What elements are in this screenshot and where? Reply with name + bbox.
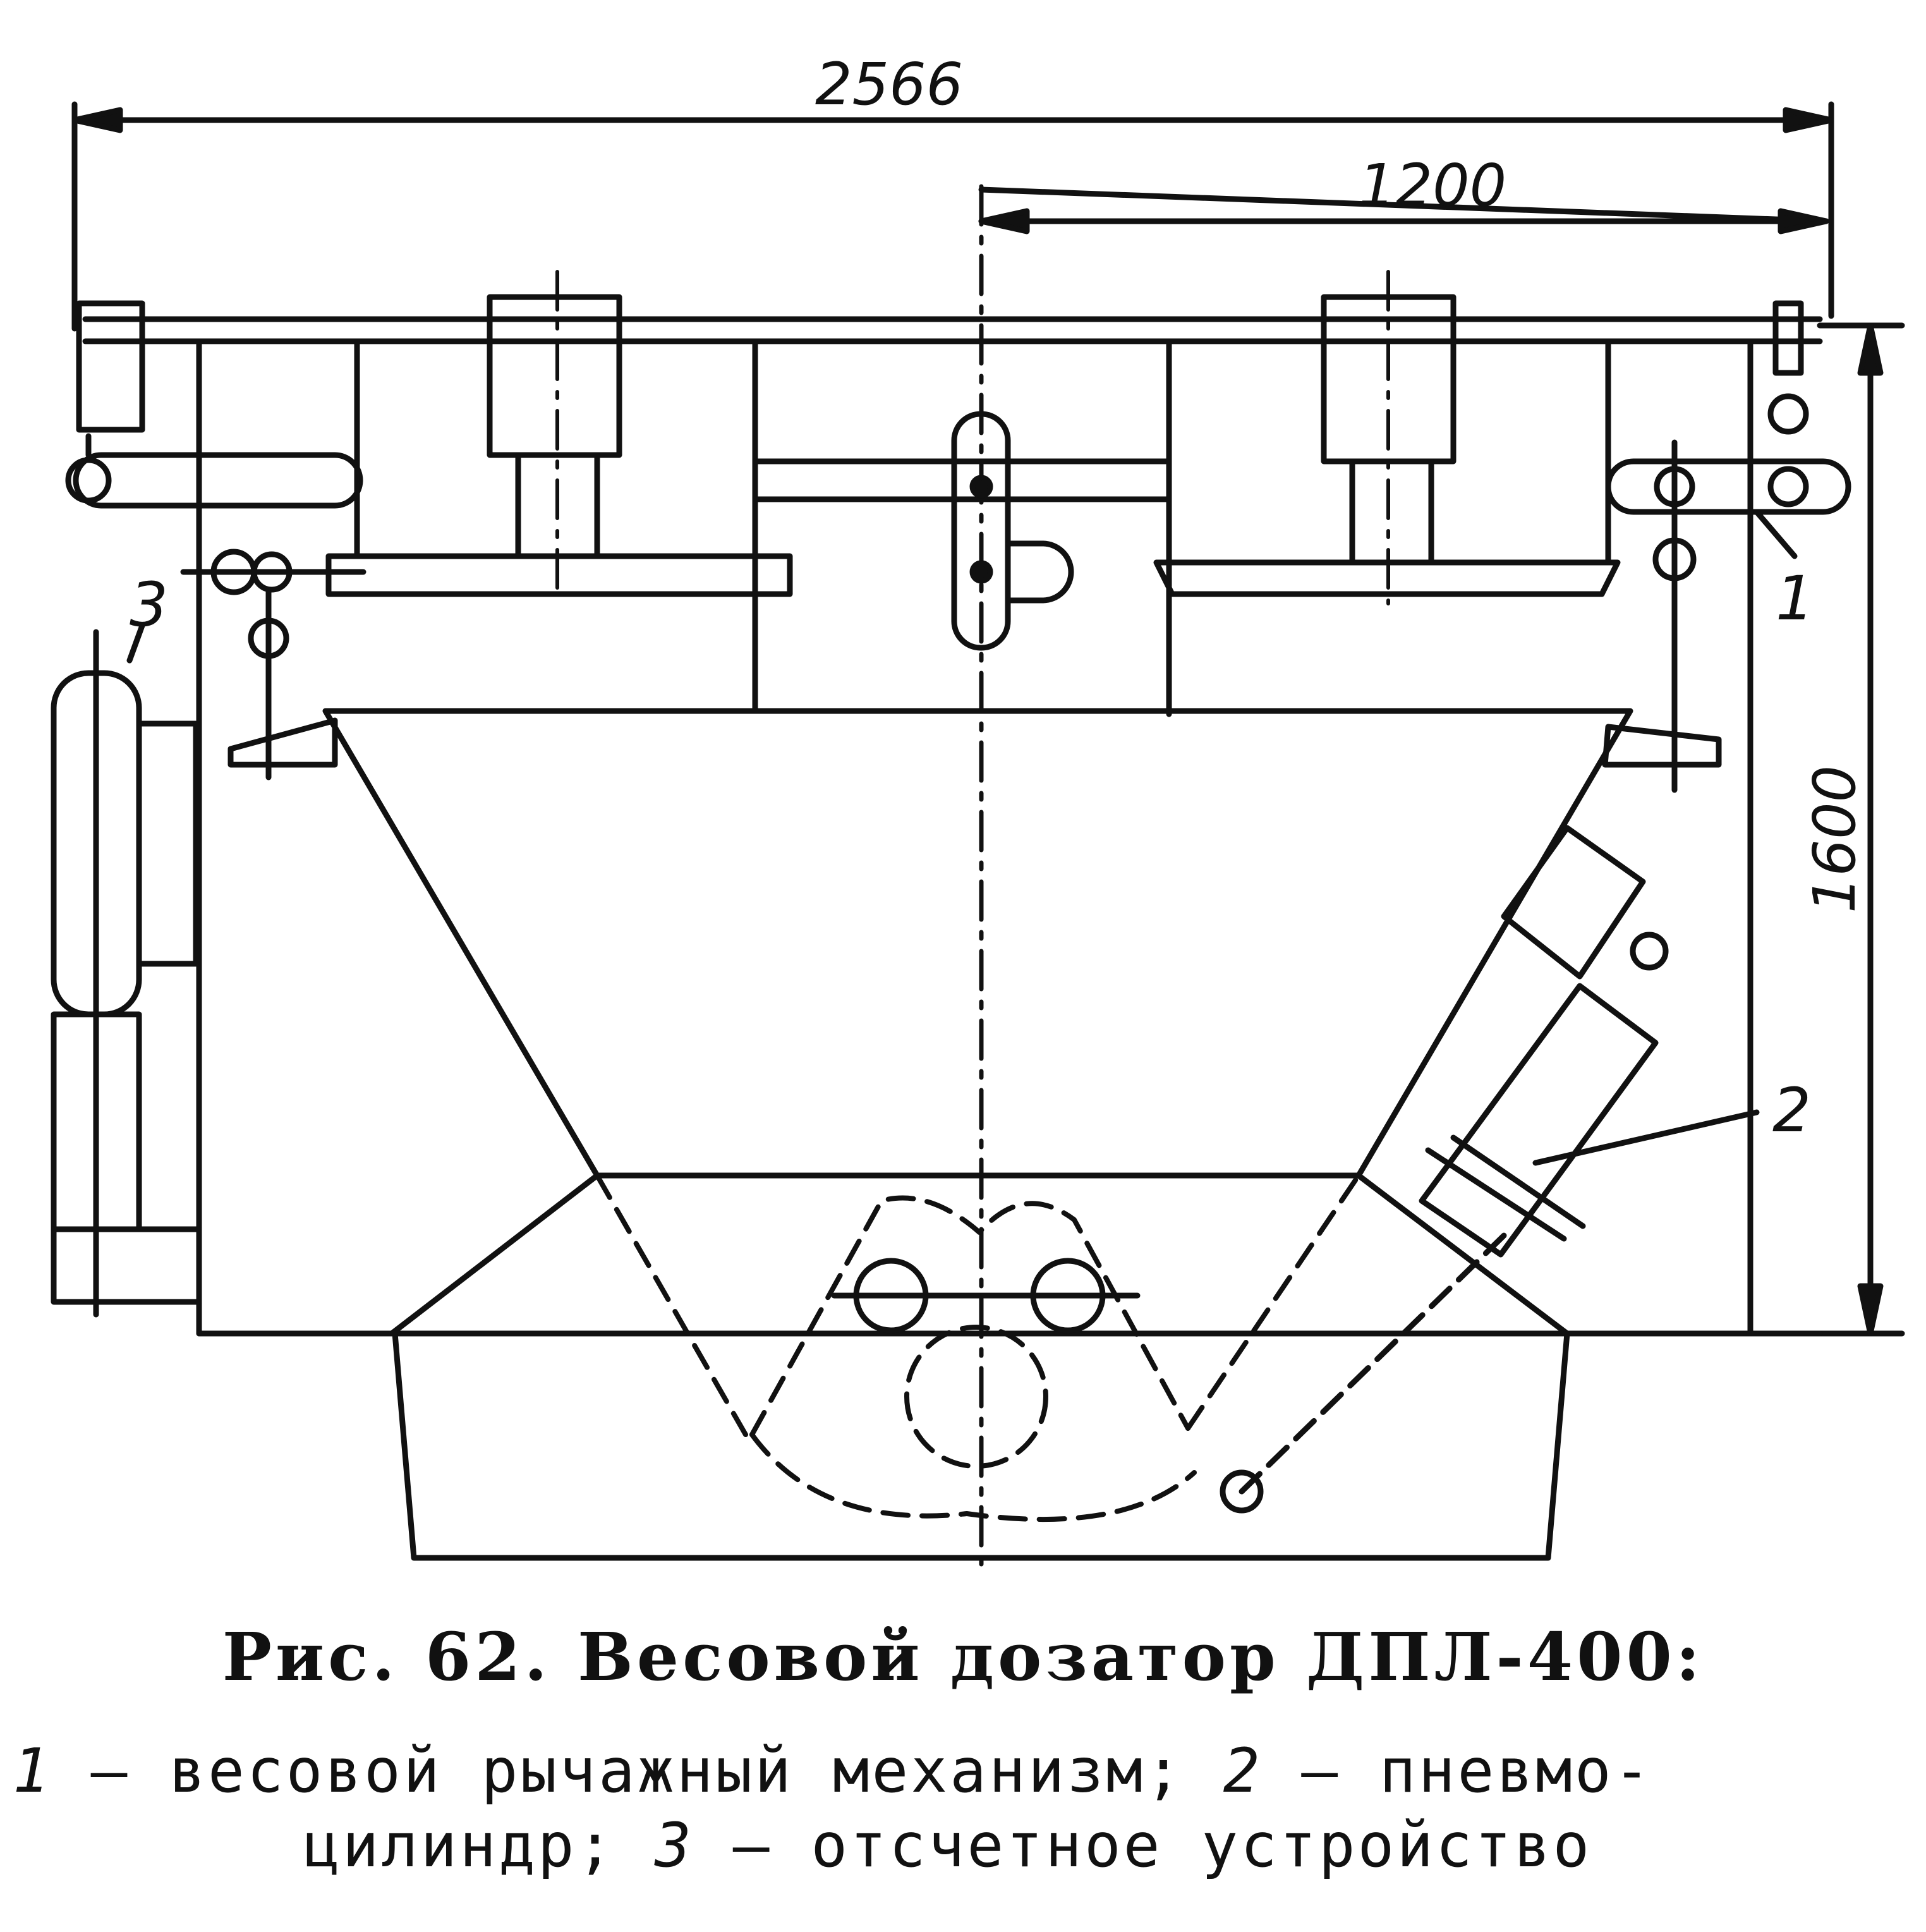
legend-text-2a: — пневмо- (1301, 1735, 1653, 1806)
caption-legend: 1 — весовой рычажный механизм; 2 — пневм… (13, 1734, 1926, 1883)
legend-line-2: цилиндр; 3 — отсчетное устройство (13, 1808, 1926, 1883)
callout-2: 2 (1772, 1075, 1811, 1146)
receiving-bin (392, 1330, 1570, 1561)
gate-flaps (595, 1173, 1361, 1522)
upper-lever-bar (73, 452, 1851, 515)
weigh-block-right (1153, 270, 1621, 605)
dimension-label-2566: 2566 (815, 51, 963, 118)
central-hanger (951, 411, 1074, 651)
callout-1-leader (1753, 509, 1798, 559)
dimension-overall-width (71, 101, 1834, 332)
dimension-label-1200: 1200 (1359, 152, 1506, 219)
legend-text-2b: цилиндр; (303, 1810, 616, 1881)
legend-number-2: 2 (1223, 1735, 1263, 1806)
figure-caption: Рис. 62. Весовой дозатор ДПЛ-400: 1 — ве… (0, 1618, 1926, 1883)
gate-pivots (831, 1258, 1141, 1334)
legend-text-3: — отсчетное устройство (732, 1810, 1592, 1881)
callout-1: 1 (1776, 563, 1814, 634)
hopper-body (322, 708, 1633, 1337)
weigh-block-left (325, 270, 793, 597)
right-linkage (1602, 300, 1809, 793)
left-linkage (65, 300, 366, 781)
callout-3-leader (126, 623, 145, 664)
readout-device (51, 629, 202, 1318)
dimension-right-offset (978, 186, 1829, 234)
legend-text-1: — весовой рычажный механизм; (90, 1735, 1184, 1806)
caption-title: Рис. 62. Весовой дозатор ДПЛ-400: (222, 1618, 1704, 1696)
pneumatic-cylinder (1220, 825, 1669, 1514)
legend-number-3: 3 (655, 1810, 694, 1881)
technical-drawing: 2566 1200 1600 1 2 3 (51, 51, 1905, 1579)
callout-3: 3 (130, 569, 168, 640)
legend-number-1: 1 (13, 1735, 52, 1806)
top-beam (82, 316, 1823, 344)
dimension-label-1600: 1600 (1801, 765, 1868, 913)
callout-2-leader (1532, 1109, 1760, 1166)
